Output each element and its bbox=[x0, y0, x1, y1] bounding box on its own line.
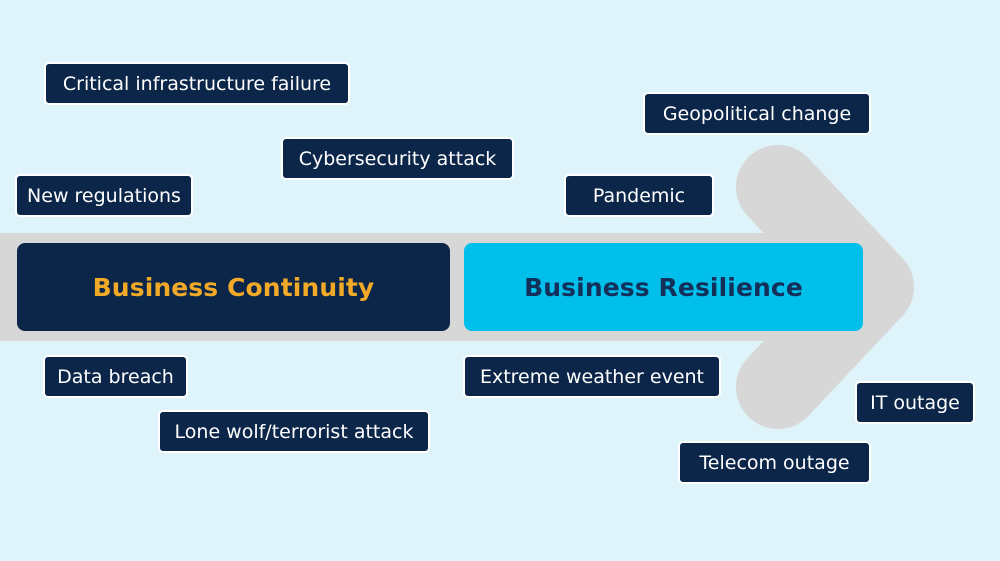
tag-pandemic: Pandemic bbox=[566, 176, 712, 215]
tag-data-breach: Data breach bbox=[45, 357, 186, 396]
tag-label: Lone wolf/terrorist attack bbox=[174, 420, 414, 443]
tag-label: Geopolitical change bbox=[662, 102, 852, 125]
tag-lone-wolf-terrorist-attack: Lone wolf/terrorist attack bbox=[160, 412, 428, 451]
tag-it-outage: IT outage bbox=[857, 383, 973, 422]
tag-geopolitical-change: Geopolitical change bbox=[645, 94, 869, 133]
tag-critical-infrastructure-failure: Critical infrastructure failure bbox=[46, 64, 348, 103]
tag-label: New regulations bbox=[27, 184, 181, 207]
tag-label: Critical infrastructure failure bbox=[62, 72, 332, 95]
tag-extreme-weather-event: Extreme weather event bbox=[465, 357, 719, 396]
business-continuity-label: Business Continuity bbox=[92, 272, 375, 302]
tag-cybersecurity-attack: Cybersecurity attack bbox=[283, 139, 512, 178]
business-continuity-bar: Business Continuity bbox=[17, 243, 450, 331]
tag-label: Cybersecurity attack bbox=[298, 147, 497, 170]
tag-label: Extreme weather event bbox=[479, 365, 705, 388]
tag-new-regulations: New regulations bbox=[17, 176, 191, 215]
tag-label: Telecom outage bbox=[699, 451, 850, 474]
tag-telecom-outage: Telecom outage bbox=[680, 443, 869, 482]
tag-label: Pandemic bbox=[592, 184, 686, 207]
tag-label: Data breach bbox=[57, 365, 174, 388]
tag-label: IT outage bbox=[870, 391, 960, 414]
business-resilience-label: Business Resilience bbox=[524, 272, 803, 302]
business-resilience-bar: Business Resilience bbox=[464, 243, 863, 331]
arrow-head bbox=[736, 145, 914, 429]
